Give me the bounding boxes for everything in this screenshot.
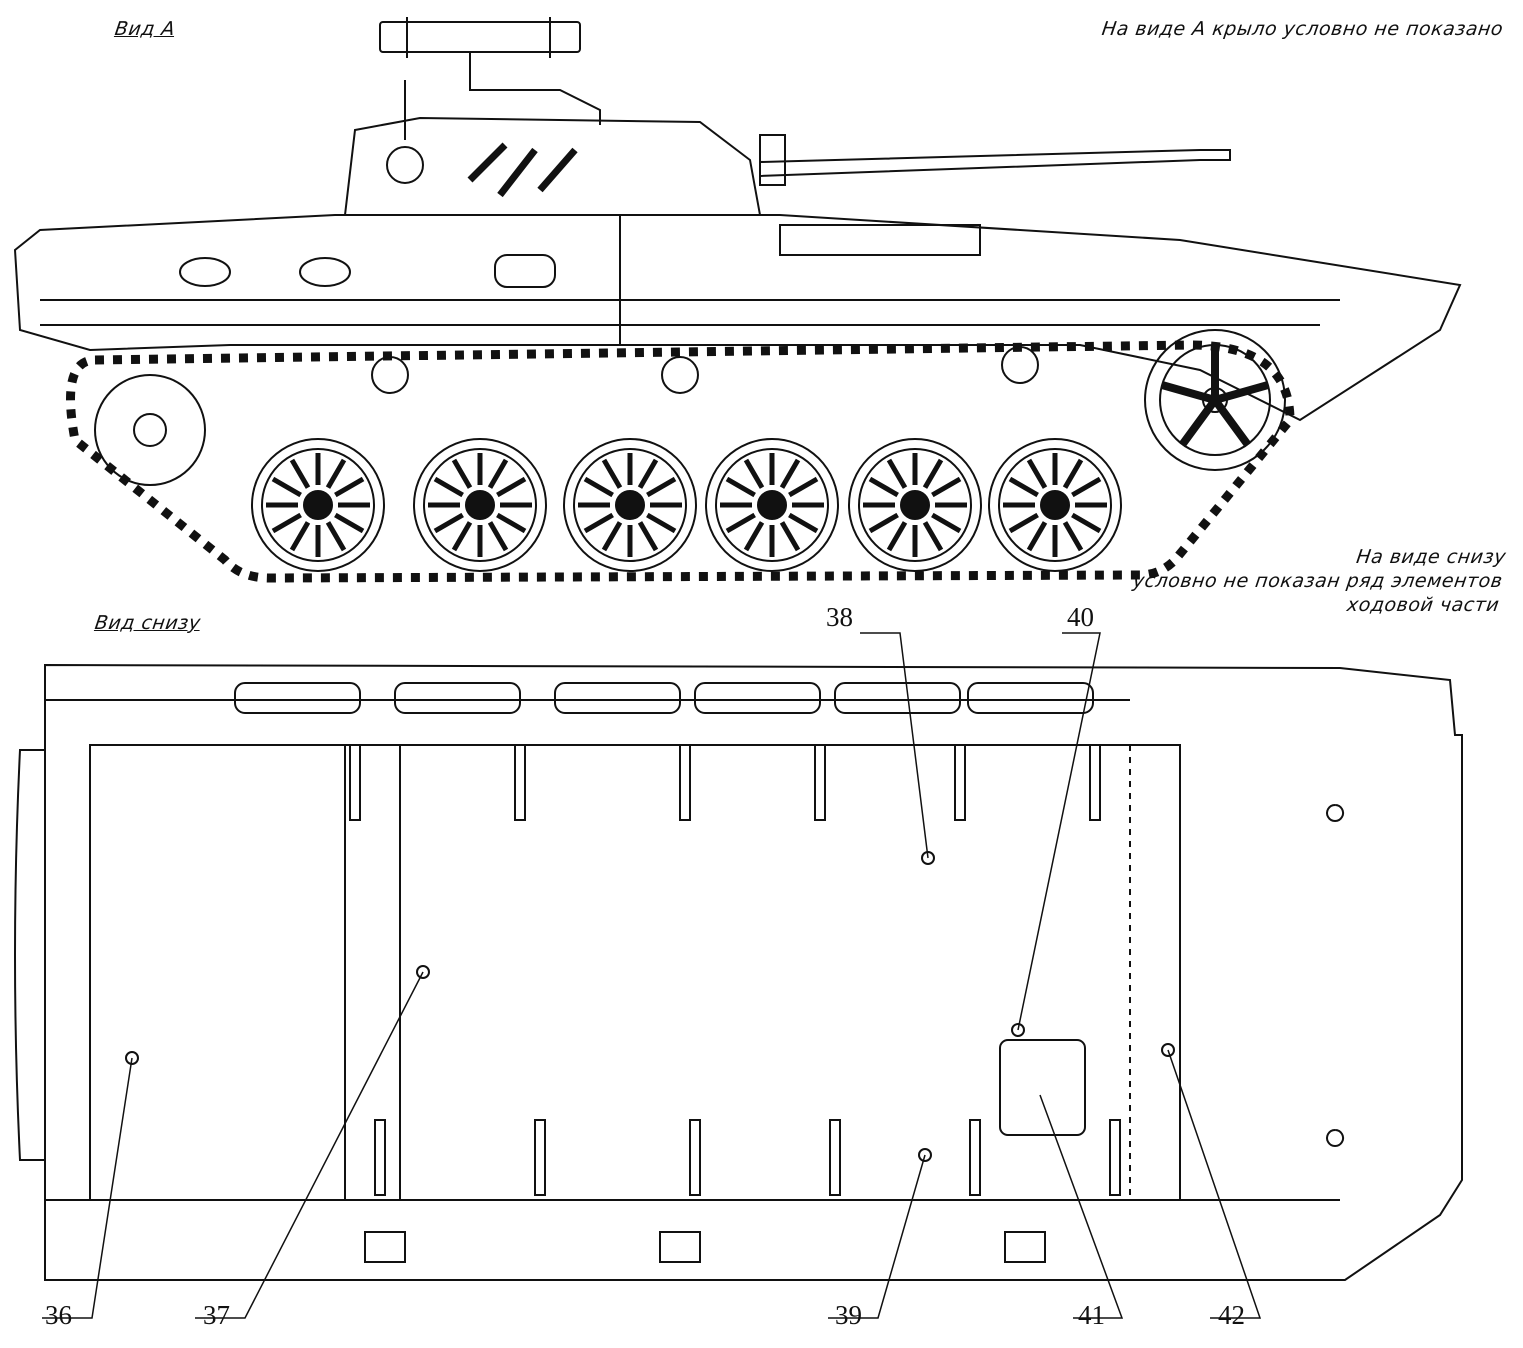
turret [343, 116, 762, 216]
suspension-arm [1089, 744, 1101, 821]
road-wheel [413, 438, 547, 572]
suspension-arm [534, 1119, 546, 1196]
side-view-title: Вид А [113, 18, 177, 40]
callout-41: 41 [1078, 1300, 1105, 1330]
cannon [759, 149, 1231, 177]
note-line: На виде снизу [1355, 546, 1508, 568]
callout-38: 38 [826, 602, 853, 632]
note-line: условно не показан ряд элементов [1131, 570, 1505, 592]
suspension-arm [814, 744, 826, 821]
callout-39: 39 [835, 1300, 862, 1330]
road-wheel-bottom [967, 682, 1094, 714]
suspension-arm [829, 1119, 841, 1196]
idler-wheel [94, 374, 206, 486]
side-view-vehicle [13, 17, 1462, 583]
road-wheel-bottom [394, 682, 521, 714]
note-line: ходовой части [1346, 594, 1502, 616]
hull-bottom [44, 663, 1463, 1281]
road-wheel [705, 438, 839, 572]
road-wheels [251, 438, 1122, 572]
access-hatch [999, 1039, 1086, 1136]
road-wheel [251, 438, 385, 572]
callout-36: 36 [45, 1300, 72, 1330]
drive-sprocket [1144, 329, 1286, 471]
suspension-arm [1109, 1119, 1121, 1196]
bottom-view-note: На виде снизу условно не показан ряд эле… [1128, 545, 1508, 617]
suspension-arm [374, 1119, 386, 1196]
road-wheel-bottom [234, 682, 361, 714]
callout-40: 40 [1067, 602, 1094, 632]
side-view-note: На виде А крыло условно не показано [1100, 18, 1505, 40]
road-wheel-bottom [834, 682, 961, 714]
road-wheel [988, 438, 1122, 572]
road-wheel-bottom [694, 682, 821, 714]
suspension-arm [349, 744, 361, 821]
suspension-arm [954, 744, 966, 821]
hull [13, 214, 1462, 422]
suspension-arm [689, 1119, 701, 1196]
callout-37: 37 [203, 1300, 230, 1330]
callout-leaders [42, 632, 1262, 1319]
suspension-arm [514, 744, 526, 821]
suspension-arm [969, 1119, 981, 1196]
suspension-arm [679, 744, 691, 821]
bottom-view-vehicle [14, 663, 1463, 1281]
road-wheel [848, 438, 982, 572]
atgm-launcher [379, 21, 581, 53]
road-wheel-bottom [554, 682, 681, 714]
bottom-view-title: Вид снизу [93, 612, 203, 634]
callout-42: 42 [1218, 1300, 1245, 1330]
road-wheel [563, 438, 697, 572]
track [66, 340, 1295, 583]
